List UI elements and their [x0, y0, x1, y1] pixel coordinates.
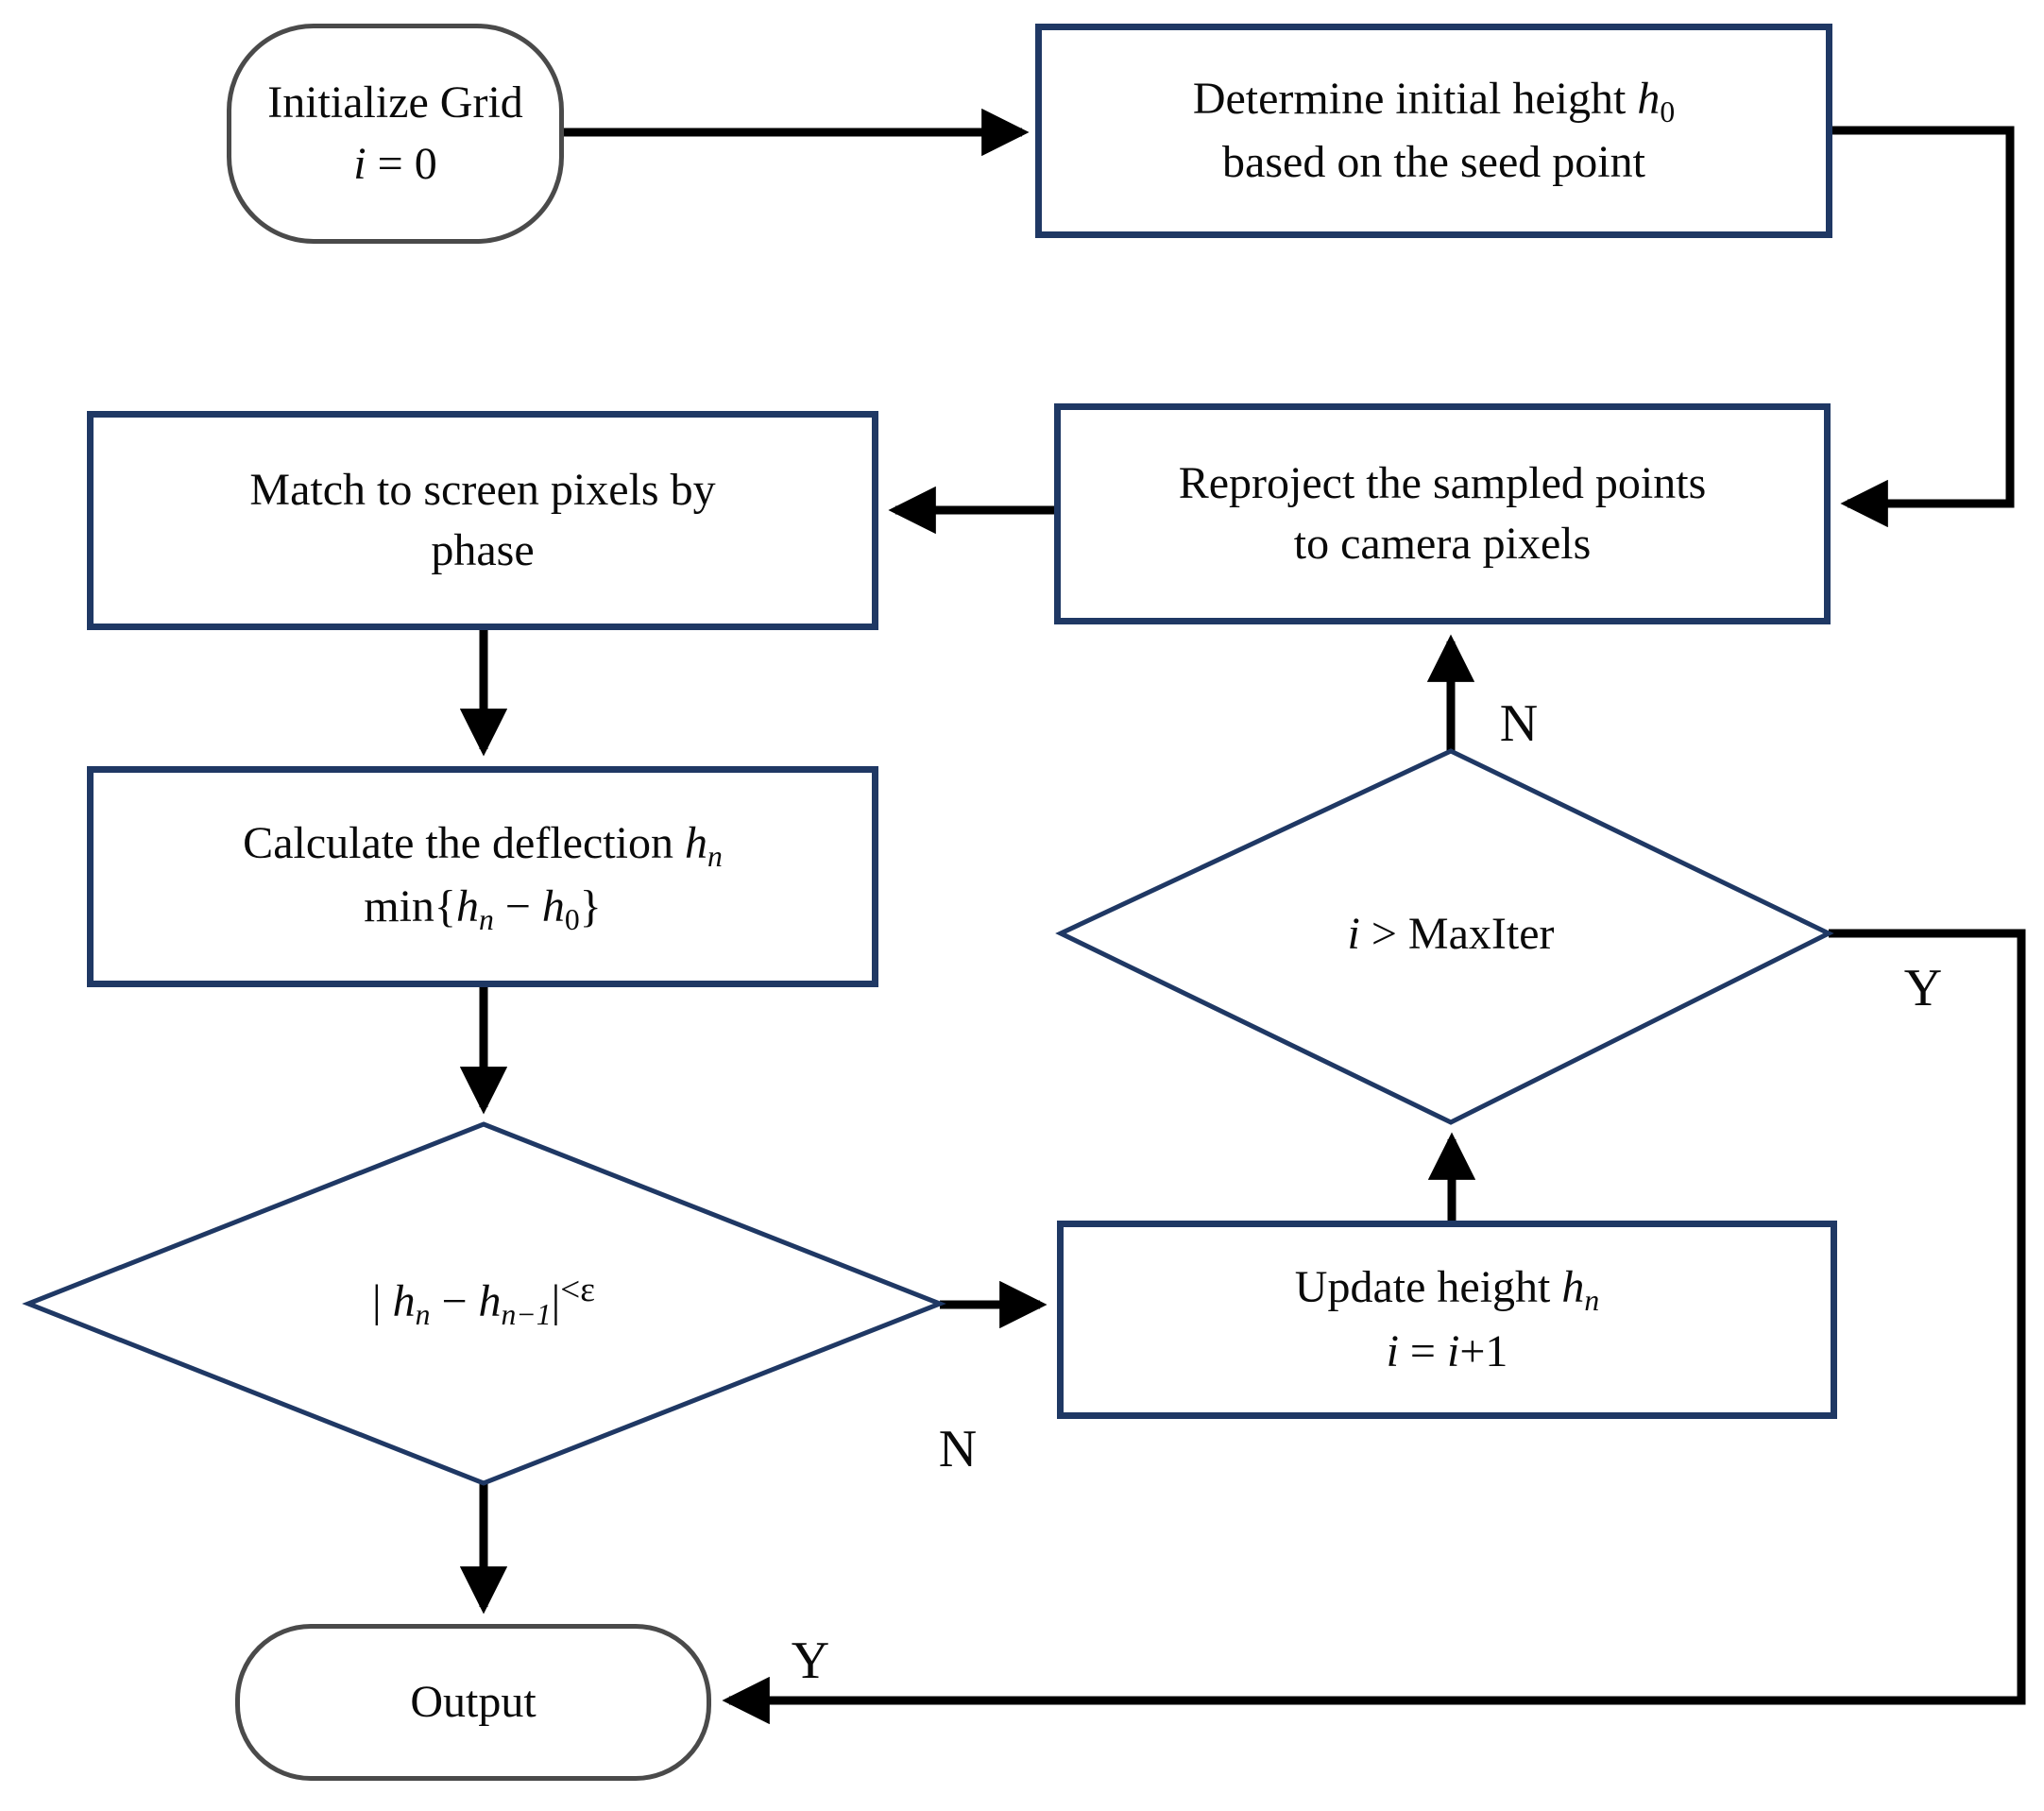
text-segment: n [707, 839, 723, 873]
arrow-determine-to-reproject [1832, 126, 2015, 528]
text-segment: n [478, 902, 494, 936]
text-segment: − [493, 881, 542, 931]
arrow-maxiter-to-output [722, 929, 2026, 1725]
text-segment: h [1561, 1262, 1585, 1313]
text-segment: n [415, 1297, 431, 1331]
text-segment: based on the seed point [1222, 137, 1645, 187]
text-segment: phase [431, 525, 535, 575]
maxiter-no-label: N [1499, 694, 1539, 753]
text-segment: +1 [1459, 1325, 1508, 1376]
start-node: Initialize Grid i = 0 [227, 24, 564, 244]
text-segment: i [1447, 1325, 1460, 1376]
text-segment: h [541, 881, 565, 931]
output-node: Output [235, 1624, 711, 1781]
text-segment: | [551, 1276, 561, 1327]
text-segment: i [1386, 1325, 1399, 1376]
node-text-line: based on the seed point [1222, 132, 1645, 193]
text-segment: Match to screen pixels by [249, 464, 716, 515]
text-segment: | [371, 1276, 393, 1327]
text-segment: h [478, 1276, 502, 1327]
node-text-line: Reproject the sampled points [1179, 453, 1707, 514]
text-segment: h [392, 1276, 416, 1327]
text-segment: to camera pixels [1293, 519, 1592, 569]
text-segment: <ε [560, 1271, 595, 1310]
text-segment: Determine initial height [1192, 73, 1638, 124]
node-text-line: i = i+1 [1387, 1322, 1508, 1382]
text-segment: min{ [364, 881, 456, 931]
node-text-line: phase [431, 521, 534, 581]
text-segment: 0 [1660, 94, 1676, 128]
text-segment: > MaxIter [1359, 908, 1555, 959]
output-yes-label: Y [791, 1632, 830, 1690]
text-segment: Initialize Grid [267, 77, 523, 128]
node-text-line: Determine initial height h0 [1193, 69, 1675, 132]
convergence-diamond-shape [22, 1121, 946, 1486]
maxiter-decision-text: i > MaxIter [1073, 873, 1829, 994]
maxiter-diamond-shape [1055, 748, 1834, 1125]
text-segment: n [1584, 1284, 1600, 1318]
text-segment: Calculate the deflection [243, 817, 685, 868]
node-text-line: Output [410, 1672, 536, 1733]
text-segment: i [353, 138, 366, 189]
node-text-line: i > MaxIter [1347, 908, 1554, 960]
text-segment: = [1398, 1325, 1447, 1376]
maxiter-yes-label: Y [1903, 959, 1943, 1017]
convergence-decision-text: | hn − hn−1|<ε [106, 1243, 861, 1364]
node-text-line: i = 0 [353, 134, 436, 195]
text-segment: n−1 [501, 1297, 552, 1331]
node-text-line: Match to screen pixels by [249, 460, 715, 521]
node-text-line: Calculate the deflection hn [243, 813, 723, 877]
text-segment: Reproject the sampled points [1178, 457, 1707, 508]
node-text-line: min{hn − h0} [364, 877, 602, 940]
text-segment: 0 [564, 902, 580, 936]
reproject-points-node: Reproject the sampled points to camera pi… [1054, 403, 1831, 624]
text-segment: } [579, 881, 602, 931]
node-text-line: Update height hn [1295, 1257, 1599, 1321]
text-segment: i [1347, 908, 1360, 959]
text-segment: h [455, 881, 479, 931]
convergence-no-label: N [938, 1420, 978, 1478]
match-pixels-node: Match to screen pixels by phase [87, 411, 878, 630]
text-segment: − [430, 1276, 479, 1327]
text-segment: h [1637, 73, 1661, 124]
text-segment: Output [410, 1676, 537, 1727]
text-segment: Update height [1294, 1262, 1562, 1313]
text-segment: = 0 [366, 138, 437, 189]
node-text-line: Initialize Grid [267, 73, 523, 133]
node-text-line: | hn − hn−1|<ε [371, 1271, 595, 1332]
node-text-line: to camera pixels [1294, 514, 1592, 574]
text-segment: h [684, 817, 707, 868]
